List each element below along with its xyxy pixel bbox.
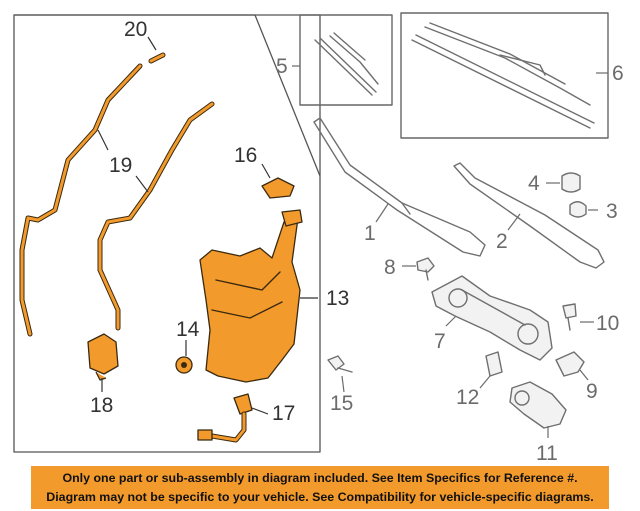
- washer-pump: [87, 333, 119, 381]
- callout-13: 13: [326, 287, 349, 310]
- callout-14: 14: [176, 318, 200, 341]
- wiper-arm-driver: [313, 117, 486, 257]
- level-sensor: [197, 393, 253, 443]
- callout-7: 7: [434, 330, 446, 353]
- callout-12: 12: [456, 386, 479, 409]
- leader-19b: [135, 175, 149, 193]
- leader-9: [579, 369, 589, 381]
- callout-20: 20: [124, 18, 147, 41]
- callout-5: 5: [276, 55, 288, 78]
- leader-17: [251, 407, 269, 415]
- callout-18: 18: [90, 394, 113, 417]
- callout-9: 9: [586, 380, 598, 403]
- assembly-13-frame-inner: [13, 14, 321, 177]
- wiper-blade-insert: [314, 32, 379, 96]
- washer-reservoir: [199, 209, 303, 383]
- callout-4: 4: [528, 172, 540, 195]
- washer-hoses: [19, 63, 215, 337]
- wiper-blade-assembly: [411, 22, 595, 129]
- leader-7: [445, 315, 457, 327]
- leader-15: [341, 375, 345, 393]
- wiper-arm-passenger: [453, 162, 605, 269]
- leader-12: [479, 375, 491, 389]
- wiring-clip: [485, 351, 503, 377]
- linkage-bolt: [562, 303, 577, 331]
- reservoir-bolt: [327, 355, 353, 373]
- leader-19a: [97, 129, 109, 151]
- leader-1: [375, 203, 389, 223]
- hose-connector: [148, 52, 166, 64]
- assembly-13-frame: [13, 14, 321, 453]
- wiper-linkage: [431, 275, 553, 361]
- callout-3: 3: [606, 200, 618, 223]
- pump-grommet: [175, 356, 193, 374]
- reservoir-cap: [261, 177, 295, 199]
- disclaimer-banner: Only one part or sub-assembly in diagram…: [31, 466, 609, 509]
- part-6-box: [400, 12, 609, 139]
- part-5-box: [299, 14, 393, 106]
- wiper-motor: [509, 381, 567, 429]
- disclaimer-line-1: Only one part or sub-assembly in diagram…: [62, 470, 578, 485]
- leader-2: [507, 213, 521, 231]
- disclaimer-line-2: Diagram may not be specific to your vehi…: [46, 489, 594, 504]
- callout-16: 16: [234, 144, 257, 167]
- pivot-cap: [569, 201, 587, 218]
- motor-bracket: [555, 351, 585, 377]
- arm-cover-cap: [561, 172, 581, 193]
- callout-19: 19: [109, 154, 132, 177]
- callout-17: 17: [272, 402, 295, 425]
- callout-11: 11: [536, 442, 558, 465]
- callout-6: 6: [612, 62, 624, 85]
- mounting-bolt: [416, 257, 435, 281]
- leader-16: [261, 163, 271, 179]
- callout-1: 1: [364, 222, 376, 245]
- callout-15: 15: [330, 392, 353, 415]
- leader-20: [147, 36, 157, 51]
- callout-10: 10: [596, 312, 619, 335]
- callout-2: 2: [496, 230, 508, 253]
- callout-8: 8: [384, 256, 396, 279]
